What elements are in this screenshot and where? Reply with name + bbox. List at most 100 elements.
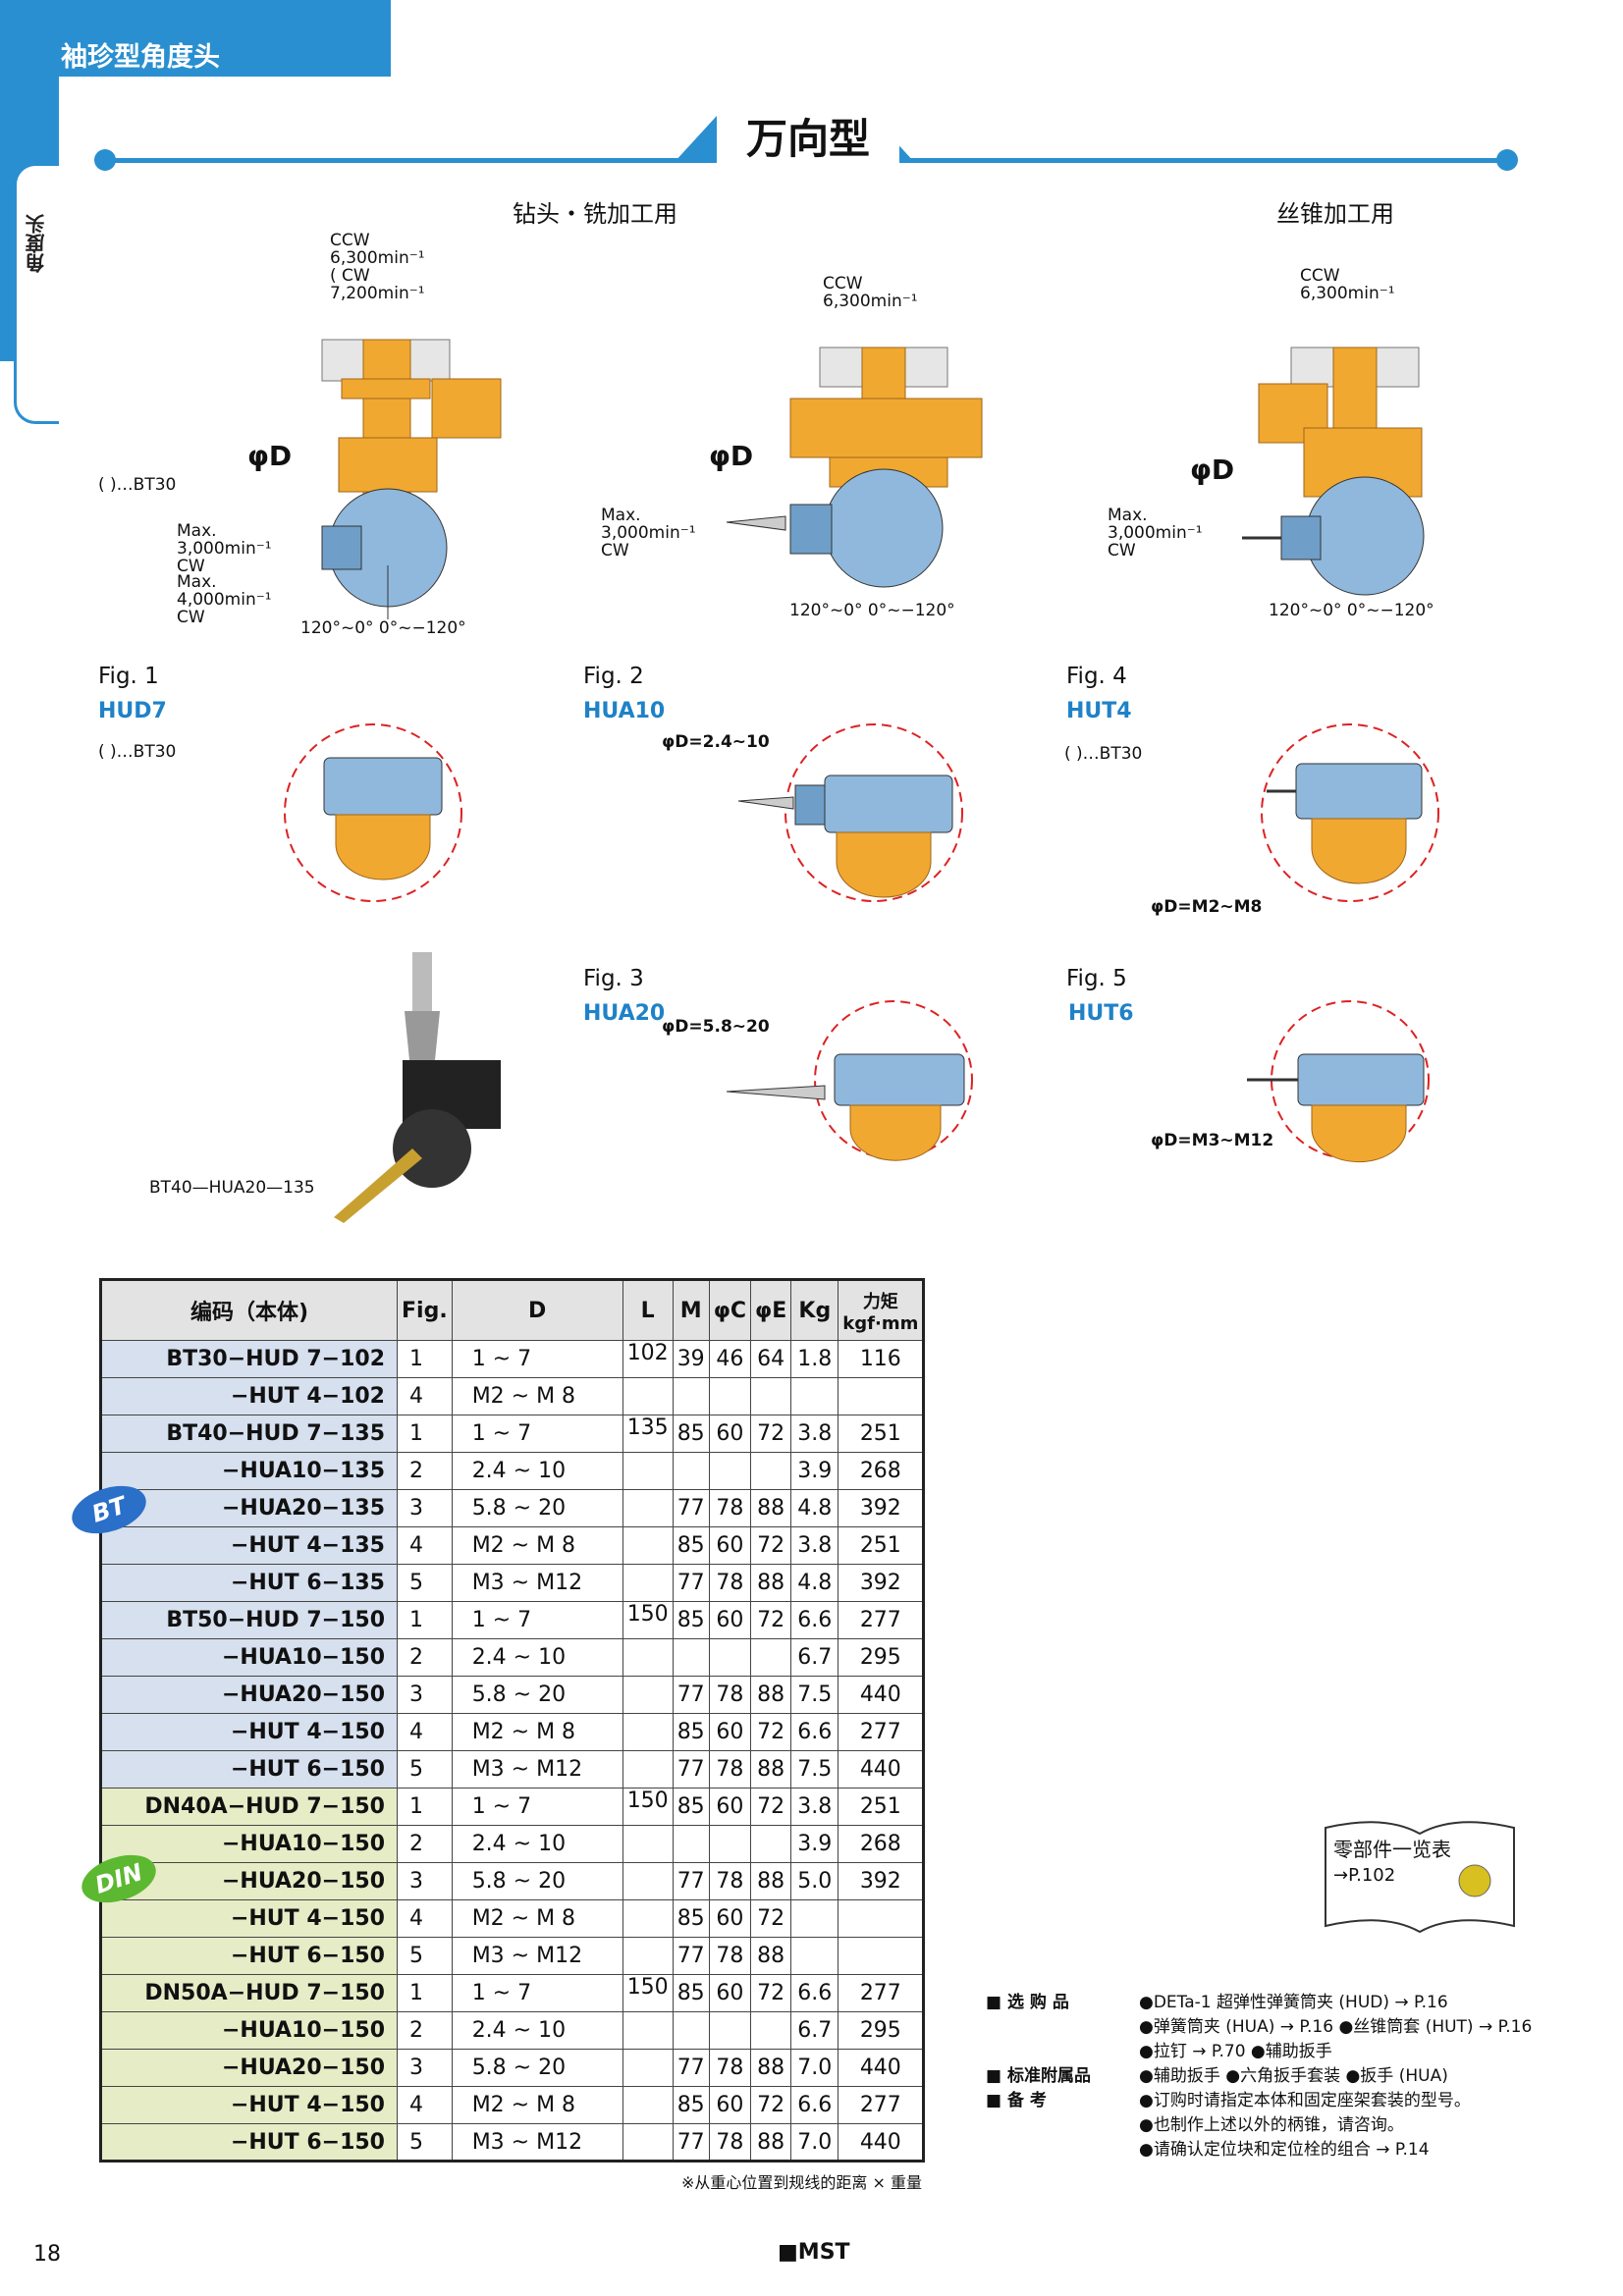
cell-e: 88 — [750, 2123, 792, 2162]
cell-code: BT50−HUD 7−150 — [100, 1601, 398, 1639]
th-d: D — [451, 1279, 623, 1341]
machine-drawings — [321, 339, 1425, 619]
hut4-max: Max. 3,000min⁻¹ CW — [1108, 506, 1203, 561]
cell-kg: 5.0 — [790, 1862, 839, 1900]
cell-t: 251 — [838, 1415, 925, 1453]
cell-m: 85 — [672, 2086, 710, 2124]
product-photo — [334, 952, 501, 1223]
note-row: ■ 标准附属品●辅助扳手 ●六角扳手套装 ●扳手 (HUA) — [986, 2064, 1532, 2089]
cell-e: 88 — [750, 1676, 792, 1714]
cell-kg — [790, 1377, 839, 1415]
hua10-angle: 120°~0° 0°~−120° — [789, 601, 955, 620]
note-line: ●也制作上述以外的柄锥，请咨询。 — [1139, 2115, 1404, 2135]
hud7-bt30-note: ( )…BT30 — [98, 475, 177, 495]
cell-m: 85 — [672, 1713, 710, 1751]
cell-e — [750, 1825, 792, 1863]
hud7-max2: Max. 4,000min⁻¹ CW — [177, 572, 272, 627]
cell-fig: 2 — [397, 1825, 453, 1863]
cell-e: 88 — [750, 2049, 792, 2087]
note-line: ●辅助扳手 ●六角扳手套装 ●扳手 (HUA) — [1139, 2066, 1448, 2086]
cell-kg: 3.8 — [790, 1526, 839, 1565]
cell-t: 277 — [838, 1713, 925, 1751]
cell-t — [838, 1899, 925, 1938]
cell-e: 88 — [750, 1750, 792, 1789]
note-line: ●弹簧筒夹 (HUA) → P.16 ●丝锥筒套 (HUT) → P.16 — [1139, 2017, 1533, 2037]
cell-m: 77 — [672, 1564, 710, 1602]
cell-d: M3 ~ M12 — [451, 1564, 623, 1602]
spec-table: 编码（本体) Fig. D L M φC φE Kg 力矩 kgf·mm BT3… — [99, 1278, 926, 2163]
cell-c: 78 — [708, 1676, 752, 1714]
cell-kg: 7.0 — [790, 2049, 839, 2087]
cell-t: 440 — [838, 1676, 925, 1714]
cell-l: 135 — [622, 1415, 674, 1453]
cell-l — [622, 2049, 674, 2087]
cell-m: 77 — [672, 1937, 710, 1975]
cell-kg: 7.5 — [790, 1676, 839, 1714]
cell-fig: 4 — [397, 1713, 453, 1751]
cell-d: 2.4 ~ 10 — [451, 1638, 623, 1677]
cell-c — [708, 1377, 752, 1415]
fig1-drawing — [284, 723, 462, 902]
cell-fig: 3 — [397, 1862, 453, 1900]
cell-e — [750, 1377, 792, 1415]
cell-t: 440 — [838, 2049, 925, 2087]
cell-code: −HUT 6−135 — [100, 1564, 398, 1602]
cell-code: BT40−HUD 7−135 — [100, 1415, 398, 1453]
cell-d: 5.8 ~ 20 — [451, 1489, 623, 1527]
cell-e: 72 — [750, 1415, 792, 1453]
cell-c: 60 — [708, 1415, 752, 1453]
cell-code: −HUA20−150 — [100, 2049, 398, 2087]
cell-kg: 3.9 — [790, 1452, 839, 1490]
cell-kg: 6.6 — [790, 1974, 839, 2012]
cell-e: 72 — [750, 1788, 792, 1826]
cell-fig: 4 — [397, 1899, 453, 1938]
cell-d: 1 ~ 7 — [451, 1415, 623, 1453]
fig2-label: Fig. 2 — [583, 664, 644, 689]
cell-fig: 1 — [397, 1788, 453, 1826]
cell-c: 78 — [708, 2049, 752, 2087]
cell-d: M2 ~ M 8 — [451, 1713, 623, 1751]
cell-e: 72 — [750, 1601, 792, 1639]
cell-fig: 1 — [397, 1415, 453, 1453]
cell-fig: 4 — [397, 1377, 453, 1415]
cell-d: 2.4 ~ 10 — [451, 1452, 623, 1490]
cell-e: 88 — [750, 1564, 792, 1602]
cell-e: 88 — [750, 1489, 792, 1527]
note-row: ■ 选 购 品●DETa-1 超弹性弹簧筒夹 (HUD) → P.16●弹簧筒夹… — [986, 1991, 1532, 2064]
fig5-model: HUT6 — [1068, 1001, 1134, 1026]
cell-m — [672, 1638, 710, 1677]
photo-caption: BT40—HUA20—135 — [149, 1178, 315, 1198]
cell-fig: 2 — [397, 1638, 453, 1677]
cell-e: 88 — [750, 1937, 792, 1975]
cell-l — [622, 1377, 674, 1415]
cell-m: 85 — [672, 1788, 710, 1826]
cell-d: 1 ~ 7 — [451, 1340, 623, 1378]
cell-d: M2 ~ M 8 — [451, 1899, 623, 1938]
cell-l — [622, 1862, 674, 1900]
parts-book-icon — [1325, 1821, 1515, 1934]
cell-fig: 5 — [397, 1564, 453, 1602]
cell-fig: 3 — [397, 1676, 453, 1714]
cell-l — [622, 1489, 674, 1527]
cell-l — [622, 1899, 674, 1938]
cell-c: 60 — [708, 2086, 752, 2124]
cell-kg: 3.8 — [790, 1788, 839, 1826]
hut4-angle: 120°~0° 0°~−120° — [1269, 601, 1434, 620]
page-number: 18 — [33, 2242, 61, 2267]
cell-t: 392 — [838, 1564, 925, 1602]
note-line: ●DETa-1 超弹性弹簧筒夹 (HUD) → P.16 — [1139, 1993, 1448, 2012]
cell-d: 2.4 ~ 10 — [451, 2011, 623, 2050]
cell-c: 60 — [708, 1601, 752, 1639]
cell-fig: 1 — [397, 1601, 453, 1639]
cell-code: −HUT 4−135 — [100, 1526, 398, 1565]
note-line: ●请确认定位块和定位栓的组合 → P.14 — [1139, 2140, 1430, 2160]
